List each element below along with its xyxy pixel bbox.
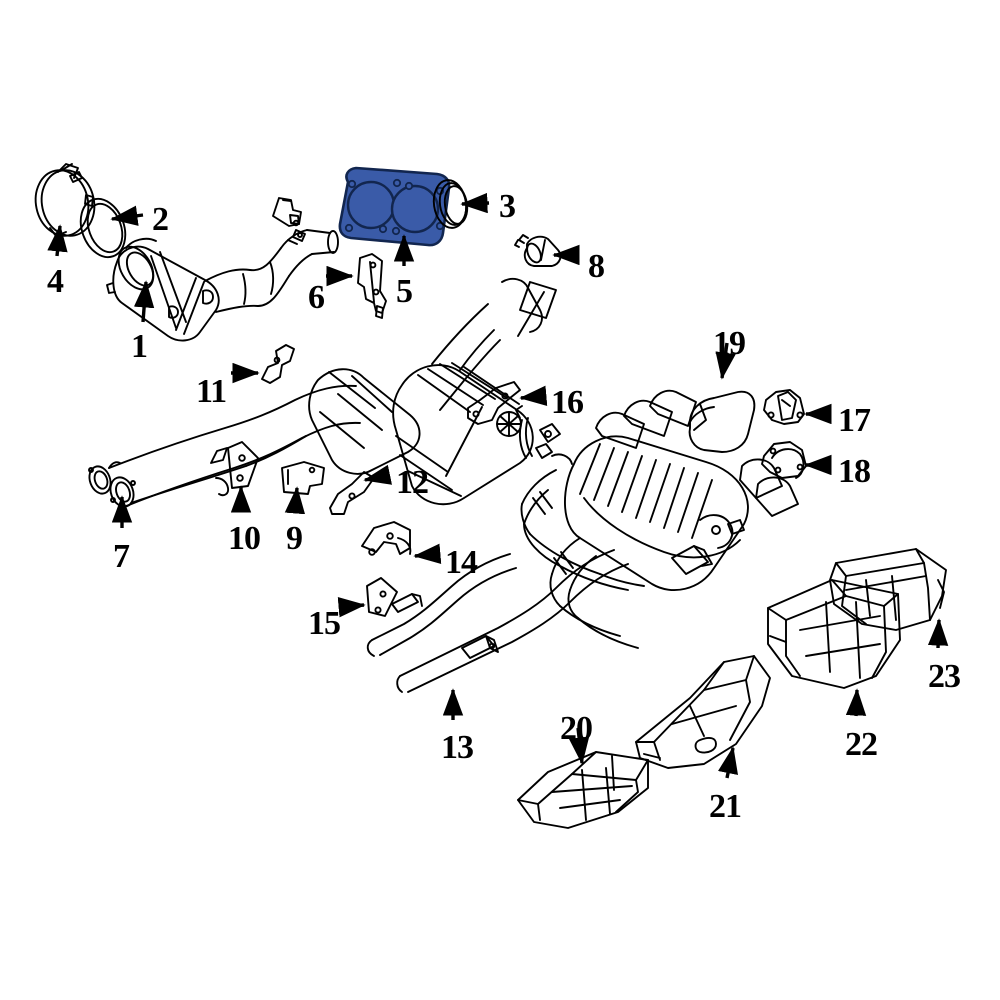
callout-arrow-16 bbox=[519, 385, 548, 406]
callout-number-19[interactable]: 19 bbox=[713, 325, 746, 362]
part-21-heat-shield bbox=[635, 655, 771, 769]
callout-arrow-14 bbox=[413, 543, 442, 564]
callout-number-7[interactable]: 7 bbox=[113, 538, 130, 575]
part-5-exhaust-manifold-gasket-highlight bbox=[338, 166, 451, 247]
callout-number-6[interactable]: 6 bbox=[308, 279, 325, 316]
part-10-hanger bbox=[227, 441, 259, 489]
callout-arrow-15 bbox=[337, 597, 366, 618]
part-11-bracket bbox=[261, 344, 295, 384]
callout-number-8[interactable]: 8 bbox=[588, 248, 605, 285]
center-exhaust-assembly bbox=[88, 277, 557, 510]
part-8-exhaust-tip bbox=[514, 234, 562, 267]
part-18-bracket bbox=[761, 441, 807, 479]
part-19-exhaust-tip-sleeve bbox=[688, 390, 756, 453]
callout-number-15[interactable]: 15 bbox=[308, 605, 341, 642]
callout-number-18[interactable]: 18 bbox=[838, 453, 871, 490]
part-6-bracket bbox=[357, 253, 387, 319]
callout-arrow-20 bbox=[568, 727, 590, 765]
part-15-hanger bbox=[366, 577, 398, 617]
part-16-bracket bbox=[467, 381, 522, 437]
part-12-bracket bbox=[329, 471, 375, 515]
callout-number-4[interactable]: 4 bbox=[47, 263, 64, 300]
callout-number-2[interactable]: 2 bbox=[152, 201, 169, 238]
callout-number-9[interactable]: 9 bbox=[286, 520, 303, 557]
callout-arrow-4 bbox=[47, 224, 68, 257]
callout-arrow-23 bbox=[927, 618, 949, 649]
callout-number-13[interactable]: 13 bbox=[441, 729, 474, 766]
callout-number-16[interactable]: 16 bbox=[551, 384, 584, 421]
callout-number-21[interactable]: 21 bbox=[709, 788, 742, 825]
callout-number-1[interactable]: 1 bbox=[131, 328, 148, 365]
callout-arrow-3 bbox=[460, 192, 490, 214]
part-22-heat-shield bbox=[767, 579, 901, 689]
part-13-rear-pipes bbox=[366, 549, 629, 693]
callout-number-14[interactable]: 14 bbox=[445, 544, 478, 581]
callout-number-17[interactable]: 17 bbox=[838, 402, 871, 439]
part-14-bracket bbox=[361, 521, 412, 556]
callout-number-20[interactable]: 20 bbox=[560, 710, 593, 747]
callout-arrow-12 bbox=[363, 464, 393, 485]
callout-number-10[interactable]: 10 bbox=[228, 520, 261, 557]
part-9-bracket bbox=[281, 461, 325, 495]
callout-number-12[interactable]: 12 bbox=[396, 464, 429, 501]
callout-arrow-1 bbox=[133, 280, 155, 323]
callout-arrow-2 bbox=[110, 205, 144, 226]
part-17-bracket bbox=[763, 389, 805, 425]
callout-number-23[interactable]: 23 bbox=[928, 658, 961, 695]
callout-arrow-22 bbox=[845, 688, 867, 717]
callout-number-22[interactable]: 22 bbox=[845, 726, 878, 763]
rear-silencer-assembly bbox=[515, 389, 799, 649]
part-23-heat-shield bbox=[829, 548, 947, 631]
callout-arrow-21 bbox=[717, 746, 739, 779]
callout-number-11[interactable]: 11 bbox=[196, 373, 227, 410]
part-4-v-band-clamp bbox=[34, 163, 96, 237]
callout-number-3[interactable]: 3 bbox=[499, 188, 516, 225]
callout-arrow-9 bbox=[284, 486, 306, 515]
callout-number-5[interactable]: 5 bbox=[396, 273, 413, 310]
callout-arrows bbox=[47, 192, 949, 779]
callout-arrow-19 bbox=[715, 342, 736, 380]
part-20-heat-shield bbox=[517, 751, 649, 829]
